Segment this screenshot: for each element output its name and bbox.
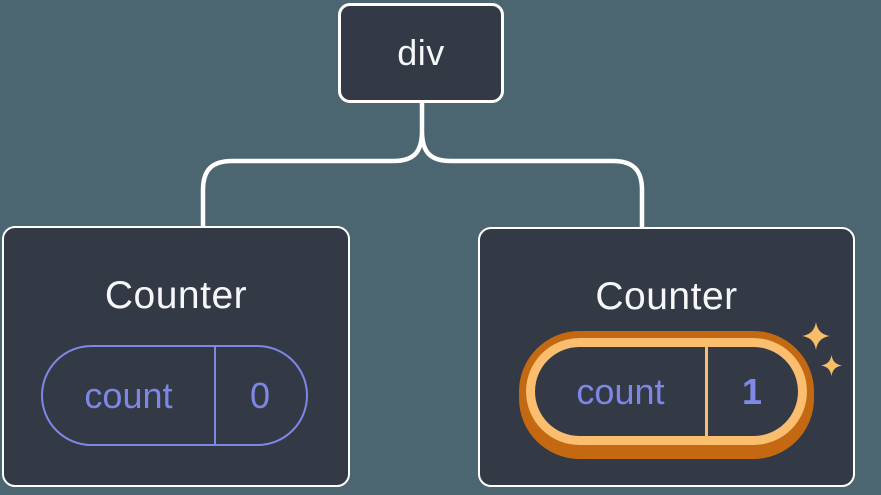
counter-title: Counter — [595, 275, 738, 318]
state-key-label: count — [576, 370, 665, 412]
connector-path — [200, 100, 645, 231]
state-pill: count 0 — [41, 345, 308, 446]
root-node-label: div — [397, 32, 445, 73]
counter-node-2: Counter count 1 — [478, 227, 855, 487]
state-pill-divider — [704, 347, 708, 436]
state-pill-highlighted: count 1 — [526, 338, 807, 445]
sparkle-icon — [802, 322, 830, 350]
counter-node-1: Counter count 0 — [2, 226, 350, 487]
state-value-label: 0 — [249, 374, 270, 416]
counter-title: Counter — [104, 274, 248, 317]
state-key-label: count — [84, 374, 173, 416]
state-pill-divider — [213, 347, 216, 444]
root-node-div: div — [338, 3, 504, 103]
state-value-label: 1 — [741, 370, 762, 412]
sparkle-icon — [821, 355, 842, 376]
